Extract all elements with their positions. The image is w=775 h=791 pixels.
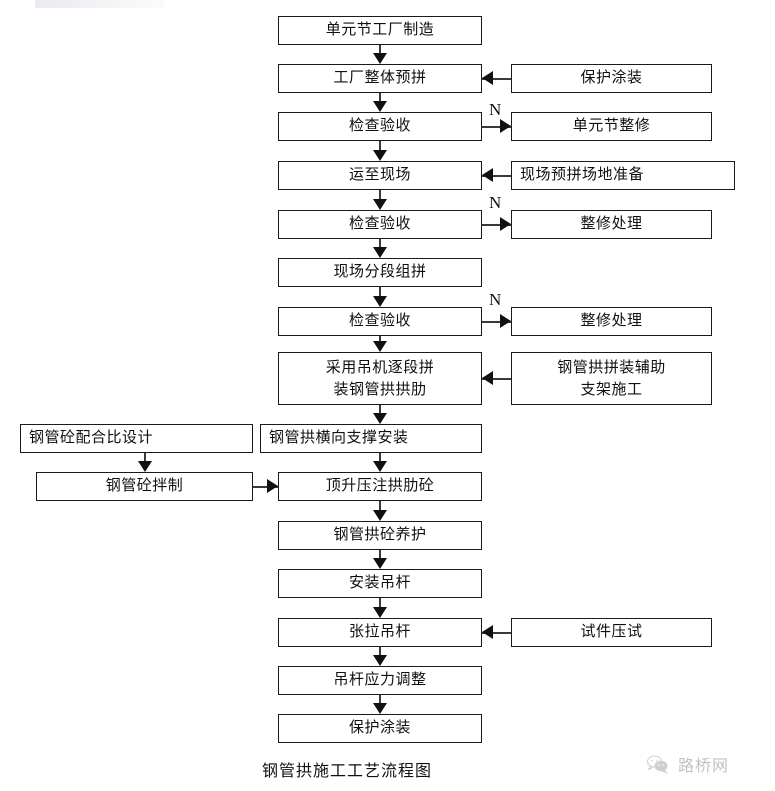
- flow-node-inspection-3[interactable]: 检查验收: [278, 307, 482, 336]
- watermark: 路桥网: [645, 752, 729, 776]
- connector-n3-r2: [482, 126, 511, 128]
- connector-n4-n5: [379, 190, 381, 201]
- flow-node-auxiliary-support-construction[interactable]: 钢管拱拼装辅助 支架施工: [511, 352, 712, 405]
- arrow-l2-n10: [267, 479, 278, 493]
- flow-node-inspection-2[interactable]: 检查验收: [278, 210, 482, 239]
- flow-node-site-segment-assembly[interactable]: 现场分段组拼: [278, 258, 482, 287]
- connector-l1-l2: [144, 453, 146, 463]
- flow-node-suspender-stress-adjustment[interactable]: 吊杆应力调整: [278, 666, 482, 695]
- arrow-n7-r5: [500, 314, 511, 328]
- arrow-n12-n13: [373, 607, 387, 618]
- arrow-n3-r2: [500, 119, 511, 133]
- flow-node-protective-coating-final[interactable]: 保护涂装: [278, 714, 482, 743]
- connector-n3-n4: [379, 141, 381, 152]
- connector-n7-n8: [379, 336, 381, 344]
- flow-node-site-preassembly-yard-preparation[interactable]: 现场预拼场地准备: [511, 161, 735, 190]
- connector-n8-n9: [379, 405, 381, 415]
- flow-node-specimen-compression-test[interactable]: 试件压试: [511, 618, 712, 647]
- arrow-n5-n6: [373, 247, 387, 258]
- connector-r3-n4: [482, 175, 511, 177]
- arrow-n13-n14: [373, 655, 387, 666]
- connector-n2-n3: [379, 93, 381, 103]
- flow-node-protective-coating-side[interactable]: 保护涂装: [511, 64, 712, 93]
- connector-n13-n14: [379, 647, 381, 657]
- scan-artifact: [35, 0, 165, 8]
- arrow-n7-n8: [373, 341, 387, 352]
- flow-node-tension-suspenders[interactable]: 张拉吊杆: [278, 618, 482, 647]
- arrow-r3-n4: [482, 168, 493, 182]
- flow-node-repair-treatment-2[interactable]: 整修处理: [511, 307, 712, 336]
- arrow-n9-n10: [373, 461, 387, 472]
- connector-r6-n8: [482, 378, 511, 380]
- flow-node-concrete-mix-design[interactable]: 钢管砼配合比设计: [20, 424, 253, 453]
- arrow-r1-n2: [482, 71, 493, 85]
- connector-n5-r4: [482, 224, 511, 226]
- connector-l2-n10: [253, 486, 278, 488]
- flow-node-factory-trial-assembly[interactable]: 工厂整体预拼: [278, 64, 482, 93]
- flow-node-transverse-bracing-installation[interactable]: 钢管拱横向支撑安装: [260, 424, 482, 453]
- flow-node-concrete-mixing[interactable]: 钢管砼拌制: [36, 472, 253, 501]
- arrow-n4-n5: [373, 199, 387, 210]
- flow-node-repair-treatment-1[interactable]: 整修处理: [511, 210, 712, 239]
- arrow-n11-n12: [373, 558, 387, 569]
- arrow-n5-r4: [500, 217, 511, 231]
- arrow-l1-l2: [138, 461, 152, 472]
- flow-node-unit-repair[interactable]: 单元节整修: [511, 112, 712, 141]
- wechat-bubble-icon: [647, 755, 668, 774]
- arrow-n10-n11: [373, 510, 387, 521]
- connector-r7-n13: [482, 632, 511, 634]
- arrow-n2-n3: [373, 101, 387, 112]
- flow-node-inspection-1[interactable]: 检查验收: [278, 112, 482, 141]
- arrow-n3-n4: [373, 150, 387, 161]
- connector-n5-n6: [379, 239, 381, 249]
- flow-node-install-suspenders[interactable]: 安装吊杆: [278, 569, 482, 598]
- connector-n11-n12: [379, 550, 381, 560]
- connector-n6-n7: [379, 287, 381, 298]
- branch-label-n-1: N: [489, 100, 502, 119]
- flow-node-concrete-curing[interactable]: 钢管拱砼养护: [278, 521, 482, 550]
- connector-n12-n13: [379, 598, 381, 609]
- arrow-r6-n8: [482, 371, 493, 385]
- figure-caption: 钢管拱施工工艺流程图: [262, 763, 433, 780]
- arrow-n14-n15: [373, 703, 387, 714]
- arrow-r7-n13: [482, 625, 493, 639]
- flow-node-transport-to-site[interactable]: 运至现场: [278, 161, 482, 190]
- arrow-n8-n9: [373, 413, 387, 424]
- connector-n10-n11: [379, 501, 381, 512]
- connector-n14-n15: [379, 695, 381, 705]
- flow-node-unit-factory-manufacture[interactable]: 单元节工厂制造: [278, 16, 482, 45]
- flow-node-lift-inject-arch-rib-concrete[interactable]: 顶升压注拱肋砼: [278, 472, 482, 501]
- branch-label-n-3: N: [489, 290, 502, 309]
- branch-label-n-2: N: [489, 193, 502, 212]
- connector-n7-r5: [482, 321, 511, 323]
- connector-r1-n2: [482, 78, 511, 80]
- flow-node-crane-segment-arch-rib-assembly[interactable]: 采用吊机逐段拼 装钢管拱拱肋: [278, 352, 482, 405]
- connector-n9-n10: [379, 453, 381, 463]
- arrow-n6-n7: [373, 296, 387, 307]
- arrow-n1-n2: [373, 53, 387, 64]
- connector-n1-n2: [379, 45, 381, 55]
- watermark-text: 路桥网: [678, 758, 730, 775]
